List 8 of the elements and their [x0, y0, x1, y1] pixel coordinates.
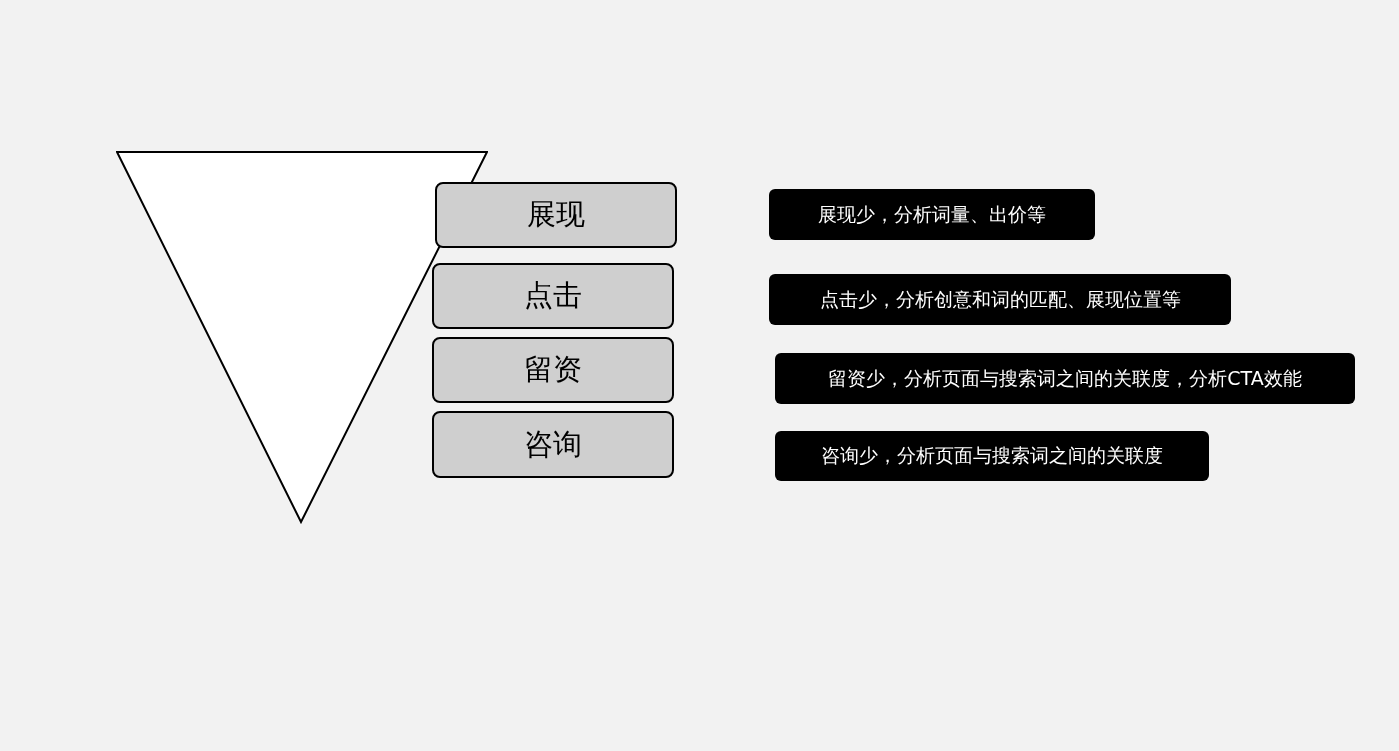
note-box: 咨询少，分析页面与搜索词之间的关联度 — [775, 431, 1209, 481]
stage-box: 留资 — [432, 337, 674, 403]
stage-box: 咨询 — [432, 411, 674, 478]
stage-box: 展现 — [435, 182, 677, 248]
note-box: 留资少，分析页面与搜索词之间的关联度，分析CTA效能 — [775, 353, 1355, 404]
note-box: 点击少，分析创意和词的匹配、展现位置等 — [769, 274, 1231, 325]
note-box: 展现少，分析词量、出价等 — [769, 189, 1095, 240]
stage-box: 点击 — [432, 263, 674, 329]
